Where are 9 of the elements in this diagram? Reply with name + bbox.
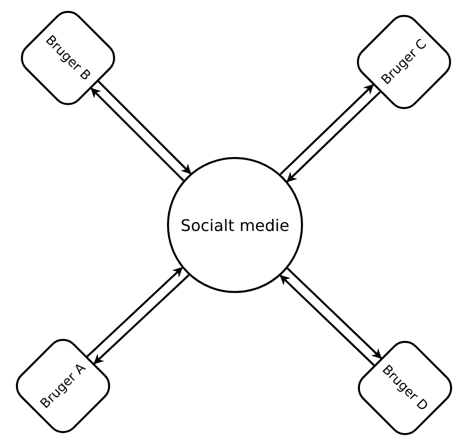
arrow [86, 266, 183, 358]
arrow [286, 91, 381, 182]
arrow [94, 274, 190, 364]
arrow [280, 84, 374, 176]
arrow [286, 268, 382, 359]
arrow [90, 88, 184, 182]
arrow [280, 274, 375, 366]
node-label: Socialt medie [180, 216, 290, 234]
arrow [98, 80, 192, 174]
